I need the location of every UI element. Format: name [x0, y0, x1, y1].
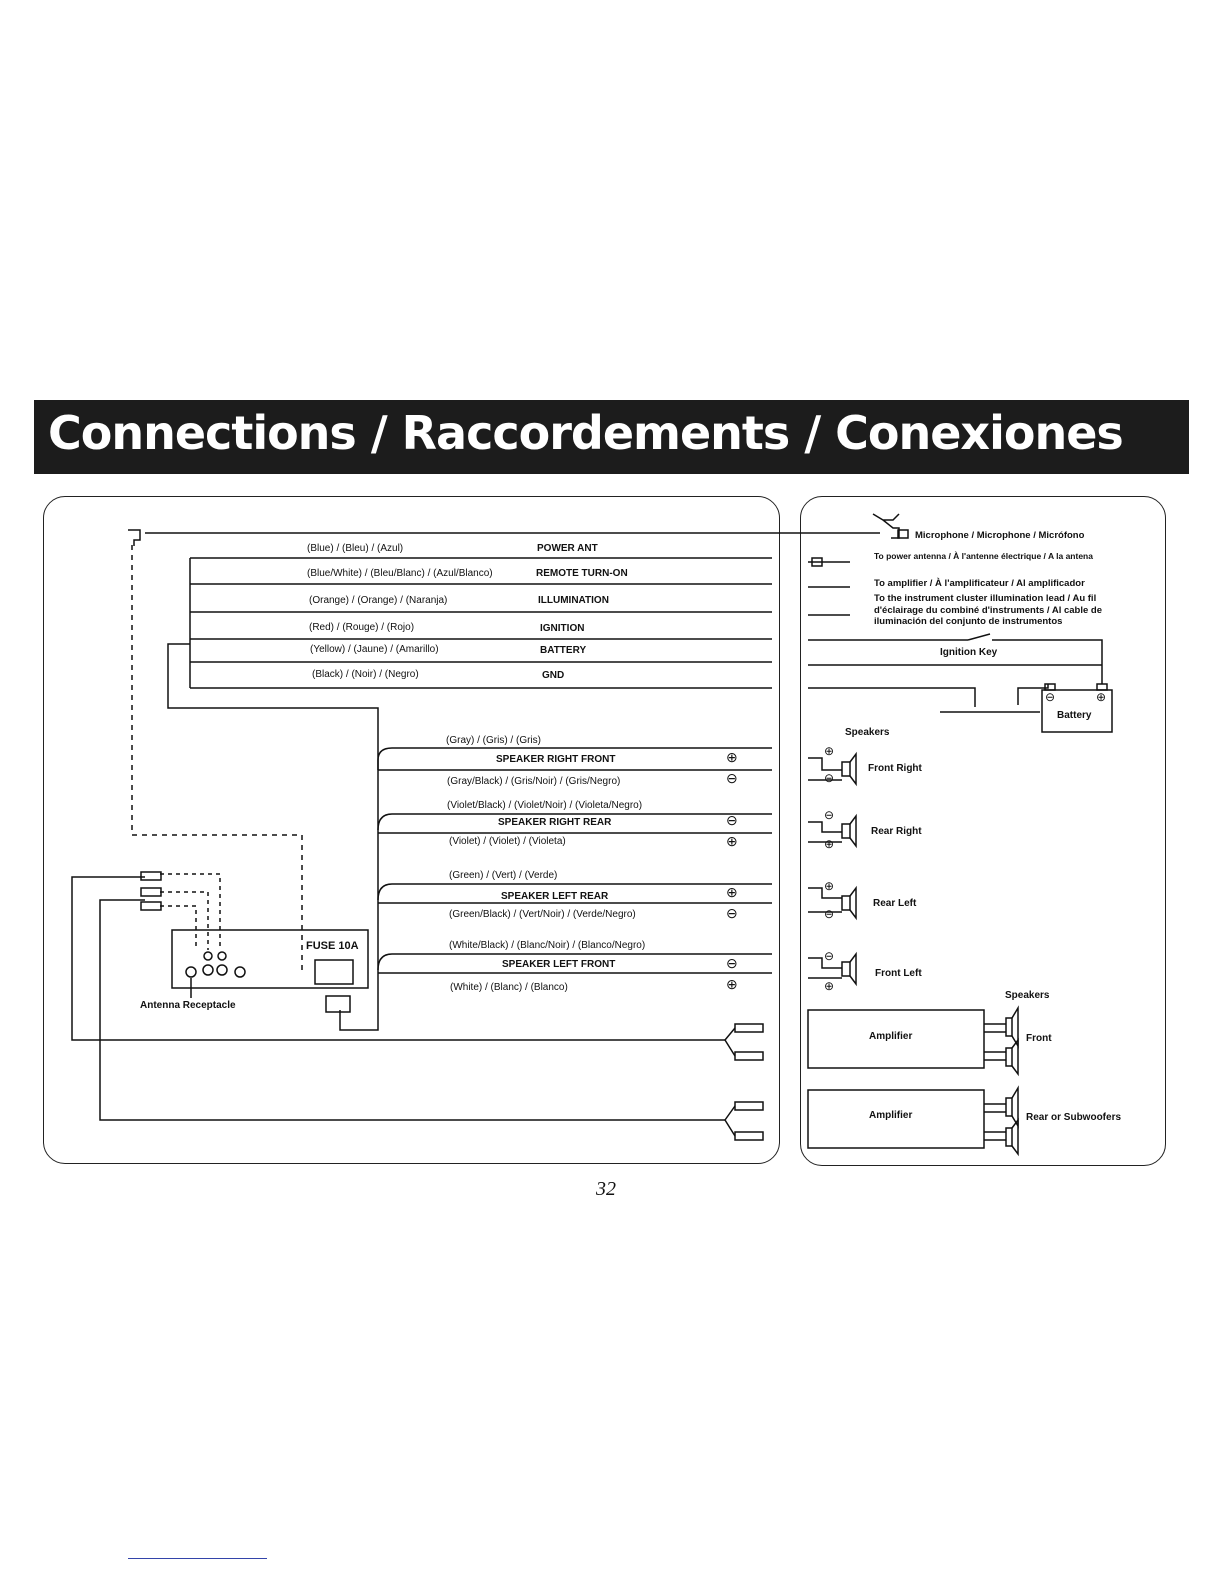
wire-color-label: (Black) / (Noir) / (Negro) — [312, 669, 419, 680]
amp-speaker-icons — [984, 1005, 1019, 1157]
speaker-icons — [808, 751, 857, 987]
amplifier-box — [807, 1089, 985, 1149]
speaker-wire-color-label: (White) / (Blanc) / (Blanco) — [450, 982, 568, 993]
antenna-dashed-line — [131, 545, 303, 970]
polarity-sign: ⊕ — [726, 884, 738, 900]
polarity-sign: ⊕ — [824, 879, 835, 893]
rca-cables — [71, 871, 764, 1141]
microphone-icon — [872, 513, 900, 539]
rca-jack-icon — [202, 964, 214, 976]
wire-color-label: (Blue) / (Bleu) / (Azul) — [307, 543, 404, 554]
polarity-sign: ⊖ — [824, 949, 835, 963]
rca-jack-icon — [217, 951, 227, 961]
amp-output-label: Front — [1026, 1033, 1052, 1044]
head-unit-wiring-panel — [43, 496, 780, 1164]
polarity-sign: ⊕ — [824, 837, 835, 851]
wire-color-label: (Yellow) / (Jaune) / (Amarillo) — [310, 644, 439, 655]
battery-label: Battery — [1057, 710, 1092, 721]
illumination-lead-label: To the instrument cluster illumination l… — [874, 593, 1102, 627]
external-connections-panel — [800, 496, 1166, 1166]
polarity-sign: ⊖ — [824, 771, 835, 785]
microphone-label: Microphone / Microphone / Micrófono — [915, 530, 1085, 541]
rca-jack-icon — [216, 964, 228, 976]
footer-rule — [128, 1558, 267, 1559]
title-banner: Connections / Raccordements / Conexiones — [34, 400, 1189, 474]
wire-function-label: POWER ANT — [537, 543, 598, 554]
amp-output-label: Rear or Subwoofers — [1026, 1112, 1122, 1123]
speaker-label: Rear Right — [871, 826, 922, 837]
polarity-sign: ⊖ — [726, 905, 738, 921]
wire-function-label: ILLUMINATION — [538, 595, 609, 606]
head-unit-box — [171, 929, 369, 989]
polarity-sign: ⊖ — [726, 812, 738, 828]
antenna-receptacle-label: Antenna Receptacle — [140, 1000, 236, 1011]
polarity-sign: ⊖ — [824, 907, 835, 921]
page-number: 32 — [596, 1178, 616, 1200]
fuse-holder-icon — [325, 995, 351, 1013]
polarity-sign: ⊕ — [824, 744, 835, 758]
amplifier-label: Amplifier — [869, 1031, 913, 1042]
page-title: Connections / Raccordements / Conexiones — [48, 406, 1124, 460]
wire-function-label: GND — [542, 670, 565, 681]
speaker-label: Front Left — [875, 968, 922, 979]
speaker-label: Front Right — [868, 763, 922, 774]
polarity-sign: ⊖ — [726, 770, 738, 786]
speaker-wire-color-label: (Violet/Black) / (Violet/Noir) / (Violet… — [447, 800, 643, 811]
speaker-wire-color-label: (Gray) / (Gris) / (Gris) — [446, 735, 541, 746]
speaker-label: Rear Left — [873, 898, 917, 909]
ignition-key-label: Ignition Key — [940, 647, 998, 658]
wire-color-label: (Blue/White) / (Bleu/Blanc) / (Azul/Blan… — [307, 568, 493, 579]
mic-jack-icon — [128, 529, 141, 546]
wire-function-label: REMOTE TURN-ON — [536, 568, 628, 579]
speaker-wire-color-label: (Gray/Black) / (Gris/Noir) / (Gris/Negro… — [447, 776, 621, 787]
polarity-sign: ⊕ — [824, 979, 835, 993]
mic-plug-icon — [897, 529, 909, 539]
wire-function-label: BATTERY — [540, 645, 587, 656]
speaker-channel-label: SPEAKER LEFT REAR — [501, 891, 609, 902]
amplifier-label: Amplifier — [869, 1110, 913, 1121]
wire-function-label: IGNITION — [540, 623, 585, 634]
speakers-heading: Speakers — [845, 727, 890, 738]
speaker-wire-color-label: (Green/Black) / (Vert/Noir) / (Verde/Neg… — [449, 909, 636, 920]
polarity-sign: ⊕ — [726, 976, 738, 992]
speaker-wire-color-label: (White/Black) / (Blanc/Noir) / (Blanco/N… — [449, 940, 646, 951]
speaker-channel-label: SPEAKER RIGHT FRONT — [496, 754, 616, 765]
polarity-sign: ⊕ — [726, 833, 738, 849]
connector-socket-icon — [234, 966, 246, 978]
polarity-sign: ⊖ — [726, 955, 738, 971]
speaker-wire-color-label: (Green) / (Vert) / (Verde) — [449, 870, 558, 881]
amplifier-lead-label: To amplifier / À l'amplificateur / Al am… — [874, 578, 1085, 589]
power-harness — [167, 557, 772, 1031]
speaker-wire-color-label: (Violet) / (Violet) / (Violeta) — [449, 836, 566, 847]
rca-jack-icon — [203, 951, 213, 961]
battery-positive-sign: ⊕ — [1096, 690, 1107, 704]
fuse-icon — [314, 959, 354, 985]
power-antenna-label: To power antenna / À l'antenne électriqu… — [874, 551, 1093, 561]
amplifier-box — [807, 1009, 985, 1069]
speaker-channel-label: SPEAKER LEFT FRONT — [502, 959, 616, 970]
speaker-harness — [377, 747, 772, 974]
speaker-channel-label: SPEAKER RIGHT REAR — [498, 817, 612, 828]
polarity-sign: ⊕ — [726, 749, 738, 765]
wire-color-label: (Orange) / (Orange) / (Naranja) — [309, 595, 448, 606]
right-panel-wires — [808, 557, 1113, 733]
antenna-receptacle-icon — [185, 966, 197, 978]
amp-speakers-heading: Speakers — [1005, 990, 1050, 1001]
polarity-sign: ⊖ — [824, 808, 835, 822]
battery-negative-sign: ⊖ — [1045, 690, 1056, 704]
wire-color-label: (Red) / (Rouge) / (Rojo) — [309, 622, 415, 633]
fuse-label: FUSE 10A — [306, 940, 359, 952]
